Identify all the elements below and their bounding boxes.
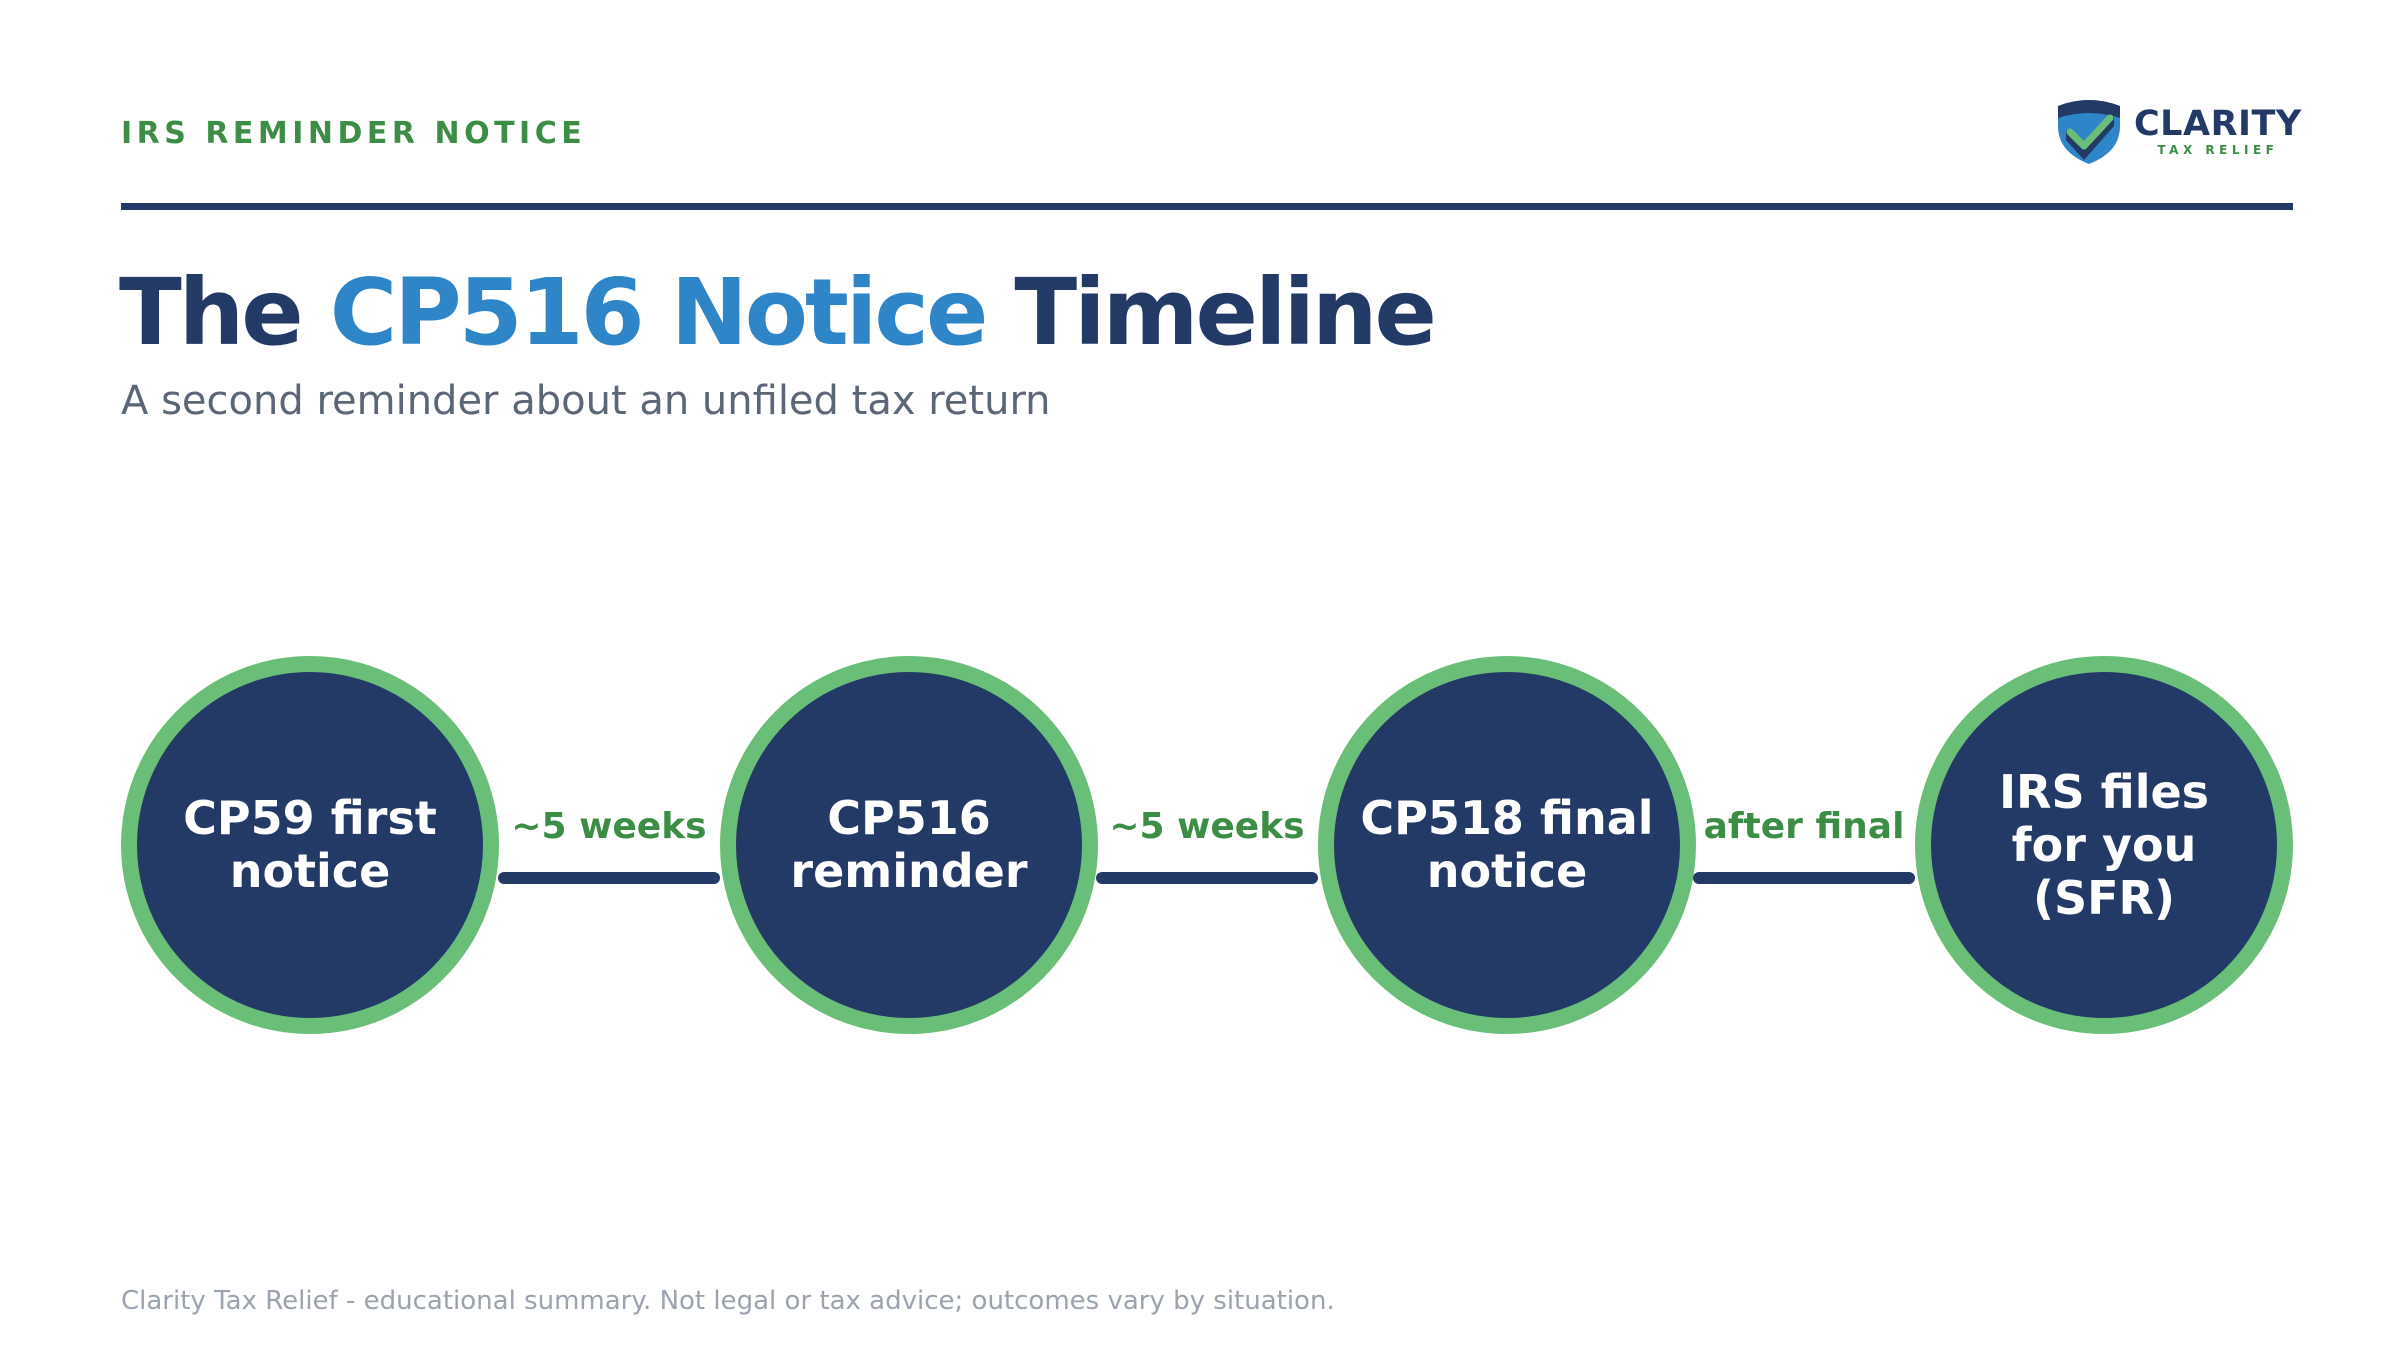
timeline-step-sfr: IRS files for you (SFR) [1915,656,2293,1034]
footer-disclaimer: Clarity Tax Relief - educational summary… [121,1286,1335,1316]
step-label: IRS files for you (SFR) [1998,764,2210,925]
logo-subtitle: TAX RELIEF [2157,142,2279,157]
connector-label: ~5 weeks [511,806,707,847]
timeline-step-cp516: CP516 reminder [720,656,1098,1034]
step-label: CP59 first notice [183,791,437,898]
connector-line [1693,872,1915,884]
connector-line [1096,872,1318,884]
title-part-2: Timeline [985,259,1437,366]
logo-name: CLARITY [2134,103,2302,144]
eyebrow-label: IRS REMINDER NOTICE [121,116,587,151]
clarity-logo: CLARITY TAX RELIEF [2050,96,2302,166]
page-title: The CP516 Notice Timeline [119,258,1437,368]
timeline-step-cp59: CP59 first notice [121,656,499,1034]
timeline-step-cp518: CP518 final notice [1318,656,1696,1034]
page-subtitle: A second reminder about an unfiled tax r… [121,378,1051,424]
connector-label: ~5 weeks [1109,806,1305,847]
title-part-1: The [119,259,330,366]
step-label: CP518 final notice [1360,791,1654,898]
header-divider [121,203,2293,210]
shield-check-icon [2058,100,2120,164]
step-label: CP516 reminder [790,791,1028,898]
connector-line [498,872,720,884]
connector-label: after final [1703,806,1905,847]
title-accent: CP516 Notice [329,259,989,366]
